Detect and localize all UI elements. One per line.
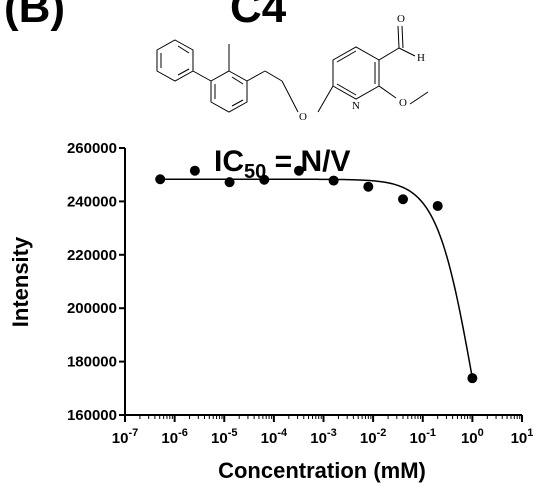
axis-ticks: 26000024000022000020000018000016000010-7… bbox=[67, 140, 533, 447]
data-point bbox=[467, 373, 478, 384]
x-tick-base: 10 bbox=[461, 430, 478, 447]
y-tick-label: 220000 bbox=[67, 247, 117, 264]
atom-oxygen-methoxy: O bbox=[399, 97, 407, 109]
x-tick-base: 10 bbox=[211, 430, 228, 447]
data-point bbox=[398, 194, 409, 205]
data-point bbox=[328, 175, 339, 186]
y-tick-label: 180000 bbox=[67, 354, 117, 371]
x-tick-label: 10-4 bbox=[261, 427, 288, 447]
x-tick-base: 10 bbox=[410, 430, 427, 447]
x-tick-exponent: -2 bbox=[377, 427, 387, 439]
x-tick-exponent: 0 bbox=[478, 427, 484, 439]
y-tick-label: 160000 bbox=[67, 407, 117, 424]
atom-hydrogen: H bbox=[417, 52, 425, 64]
y-axis-title: Intensity bbox=[8, 236, 33, 327]
x-tick-label: 10-6 bbox=[161, 427, 187, 447]
x-tick-exponent: -1 bbox=[426, 427, 436, 439]
x-tick-label: 10-1 bbox=[410, 427, 436, 447]
x-tick-label: 10-2 bbox=[360, 427, 386, 447]
atom-oxygen-aldehyde: O bbox=[397, 13, 405, 25]
data-point bbox=[155, 174, 166, 185]
x-tick-base: 10 bbox=[261, 430, 278, 447]
y-tick-label: 240000 bbox=[67, 193, 117, 210]
x-tick-base: 10 bbox=[511, 430, 528, 447]
x-tick-label: 10-7 bbox=[112, 427, 138, 447]
x-tick-base: 10 bbox=[310, 430, 327, 447]
atom-oxygen-ether: O bbox=[299, 111, 307, 123]
y-tick-label: 200000 bbox=[67, 300, 117, 317]
data-point bbox=[432, 200, 443, 211]
compound-label: C4 bbox=[230, 0, 287, 32]
data-point bbox=[293, 165, 304, 176]
x-tick-exponent: -5 bbox=[228, 427, 238, 439]
x-tick-base: 10 bbox=[112, 430, 129, 447]
data-point bbox=[189, 165, 200, 176]
data-points bbox=[155, 165, 478, 384]
x-tick-exponent: -4 bbox=[277, 427, 288, 439]
x-tick-label: 101 bbox=[511, 427, 534, 447]
x-tick-label: 10-5 bbox=[211, 427, 237, 447]
x-tick-base: 10 bbox=[360, 430, 377, 447]
y-tick-label: 260000 bbox=[67, 140, 117, 157]
x-axis-title: Concentration (mM) bbox=[218, 458, 426, 483]
data-point bbox=[224, 177, 235, 188]
chart-title-main: IC bbox=[214, 145, 244, 178]
molecule-structure bbox=[156, 25, 429, 113]
x-tick-label: 100 bbox=[461, 427, 484, 447]
panel-label: (B) bbox=[4, 0, 65, 32]
data-point bbox=[363, 181, 374, 192]
x-tick-exponent: -3 bbox=[327, 427, 337, 439]
atom-nitrogen: N bbox=[352, 100, 360, 112]
chart-title-rest: = N/V bbox=[266, 145, 350, 178]
x-tick-exponent: 1 bbox=[527, 427, 533, 439]
chart-title: IC50 = N/V bbox=[214, 145, 350, 183]
x-tick-exponent: -6 bbox=[178, 427, 188, 439]
x-tick-label: 10-3 bbox=[310, 427, 336, 447]
x-tick-exponent: -7 bbox=[128, 427, 138, 439]
data-point bbox=[259, 174, 270, 185]
fit-curve bbox=[160, 178, 474, 379]
x-tick-base: 10 bbox=[161, 430, 178, 447]
